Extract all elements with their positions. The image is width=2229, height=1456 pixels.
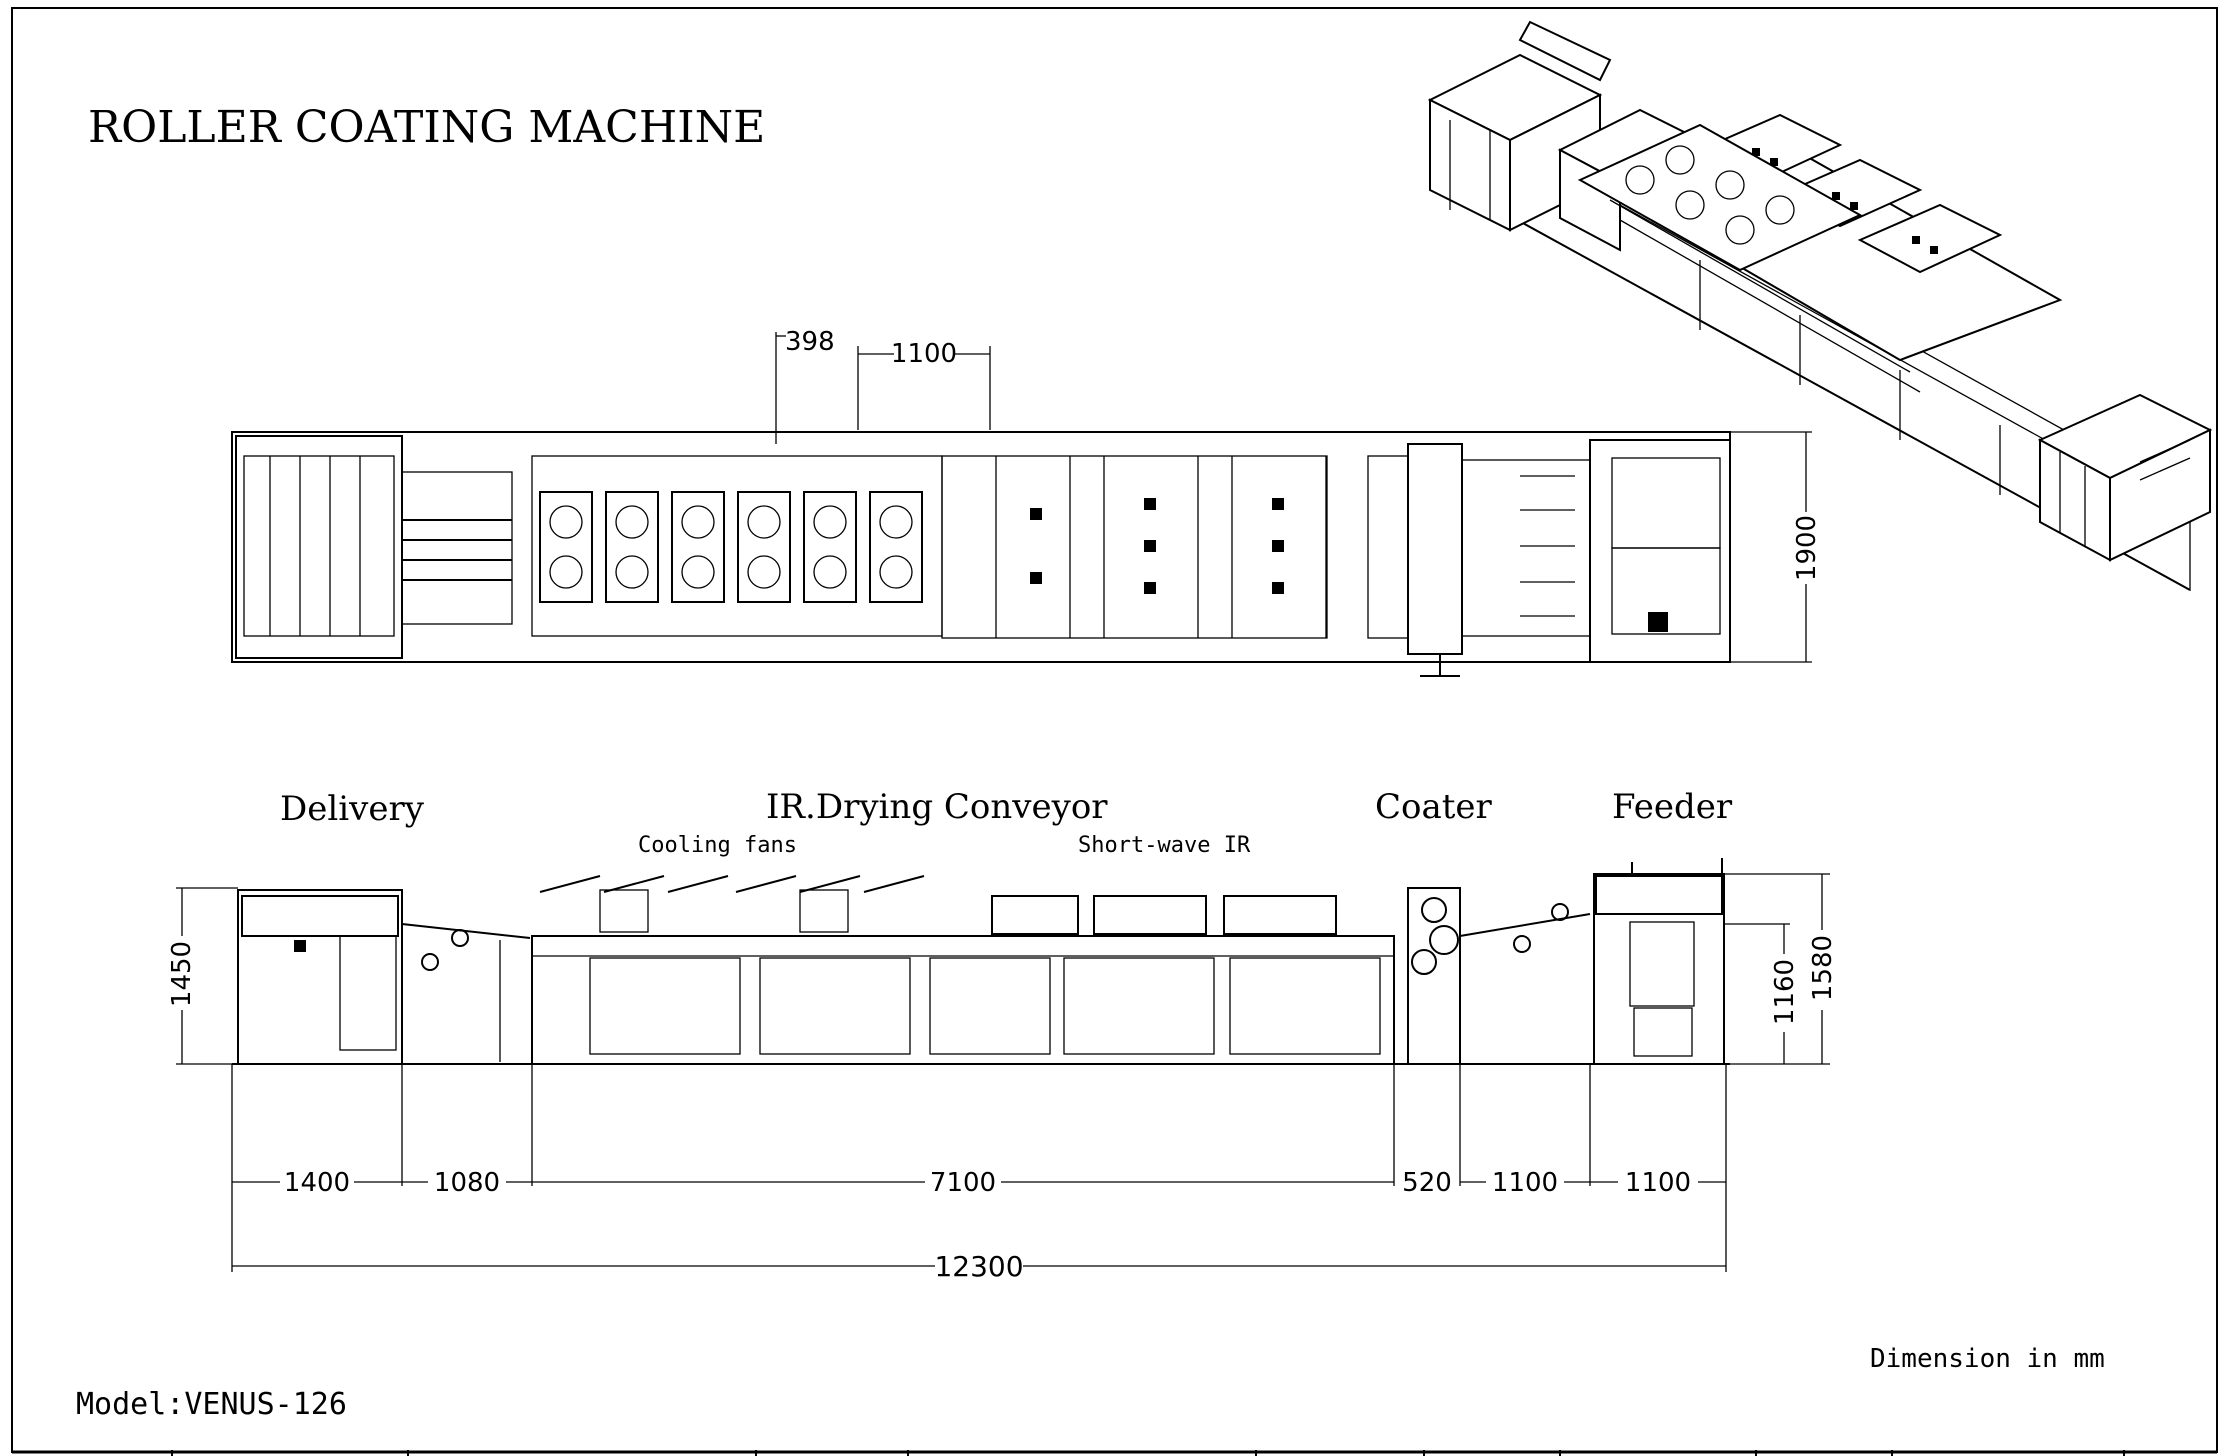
label-short-wave-ir: Short-wave IR [1078, 833, 1251, 858]
drawing-title: ROLLER COATING MACHINE [88, 102, 765, 153]
units-note: Dimension in mm [1870, 1344, 2105, 1374]
label-cooling-fans: Cooling fans [638, 833, 797, 858]
dim-1580: 1580 [1808, 935, 1838, 1001]
elevation-length-dimensions: 1400 1080 7100 520 1100 1100 12300 [231, 1064, 1727, 1283]
dim-398: 398 [785, 327, 835, 357]
dim-1900: 1900 [1792, 515, 1822, 581]
dim-length-4: 520 [1402, 1168, 1452, 1198]
plan-dimensions: 398 1100 1900 [775, 327, 1822, 663]
label-coater: Coater [1375, 787, 1493, 827]
model-label: Model:VENUS-126 [76, 1387, 347, 1422]
plan-fan-grid [539, 491, 923, 603]
dim-length-3: 7100 [930, 1168, 996, 1198]
dim-total-length: 12300 [934, 1250, 1023, 1283]
label-delivery: Delivery [280, 789, 425, 829]
dim-1160: 1160 [1770, 959, 1800, 1025]
side-elevation [232, 858, 1730, 1065]
dim-1450: 1450 [167, 941, 197, 1007]
sheet-border [11, 7, 2218, 1456]
label-ir-drying: IR.Drying Conveyor [766, 787, 1108, 827]
dim-length-1: 1400 [284, 1168, 350, 1198]
dim-1100-top: 1100 [891, 339, 957, 369]
isometric-view [1427, 20, 2213, 592]
dim-length-2: 1080 [434, 1168, 500, 1198]
dim-length-6: 1100 [1625, 1168, 1691, 1198]
plan-view [231, 431, 1731, 677]
section-labels: Delivery IR.Drying Conveyor Coater Feede… [280, 787, 1733, 858]
dim-length-5: 1100 [1492, 1168, 1558, 1198]
label-feeder: Feeder [1612, 787, 1733, 827]
elevation-fans [539, 875, 925, 933]
elevation-height-dimensions: 1450 1160 1580 [167, 873, 1838, 1065]
